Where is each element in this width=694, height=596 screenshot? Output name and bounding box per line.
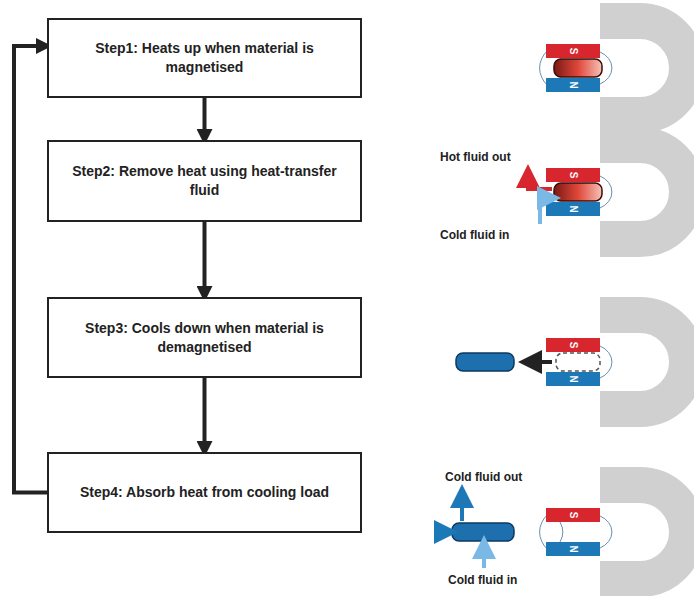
step-text: Step3: Cools down when material is demag… — [63, 319, 346, 357]
step-text: Step4: Absorb heat from cooling load — [80, 483, 329, 502]
flow-arrow — [203, 222, 207, 290]
pole-letter: N — [568, 81, 579, 88]
fluid-label: Cold fluid out — [445, 470, 522, 484]
magnet — [540, 21, 687, 115]
step-text: Step2: Remove heat using heat-transfer f… — [63, 162, 346, 200]
magnet — [438, 485, 687, 579]
magnet — [528, 145, 687, 239]
pole-letter: N — [568, 375, 579, 382]
flow-arrow — [203, 378, 207, 445]
fluid-label: Cold fluid in — [440, 228, 509, 242]
flow-arrow — [203, 98, 207, 133]
process-box: Step3: Cools down when material is demag… — [47, 297, 362, 378]
pole-letter: N — [568, 545, 579, 552]
process-box: Step2: Remove heat using heat-transfer f… — [47, 140, 362, 222]
fluid-label: Cold fluid in — [448, 573, 517, 587]
process-box: Step1: Heats up when material is magneti… — [47, 18, 362, 98]
fluid-label: Hot fluid out — [440, 150, 511, 164]
magnet — [456, 315, 687, 409]
pole-letter: S — [568, 512, 579, 519]
pole-letter: S — [568, 172, 579, 179]
flow-arrow — [14, 46, 47, 493]
process-box: Step4: Absorb heat from cooling load — [47, 452, 362, 533]
step-text: Step1: Heats up when material is magneti… — [63, 39, 346, 77]
pole-letter: N — [568, 205, 579, 212]
pole-letter: S — [568, 48, 579, 55]
pole-letter: S — [568, 342, 579, 349]
